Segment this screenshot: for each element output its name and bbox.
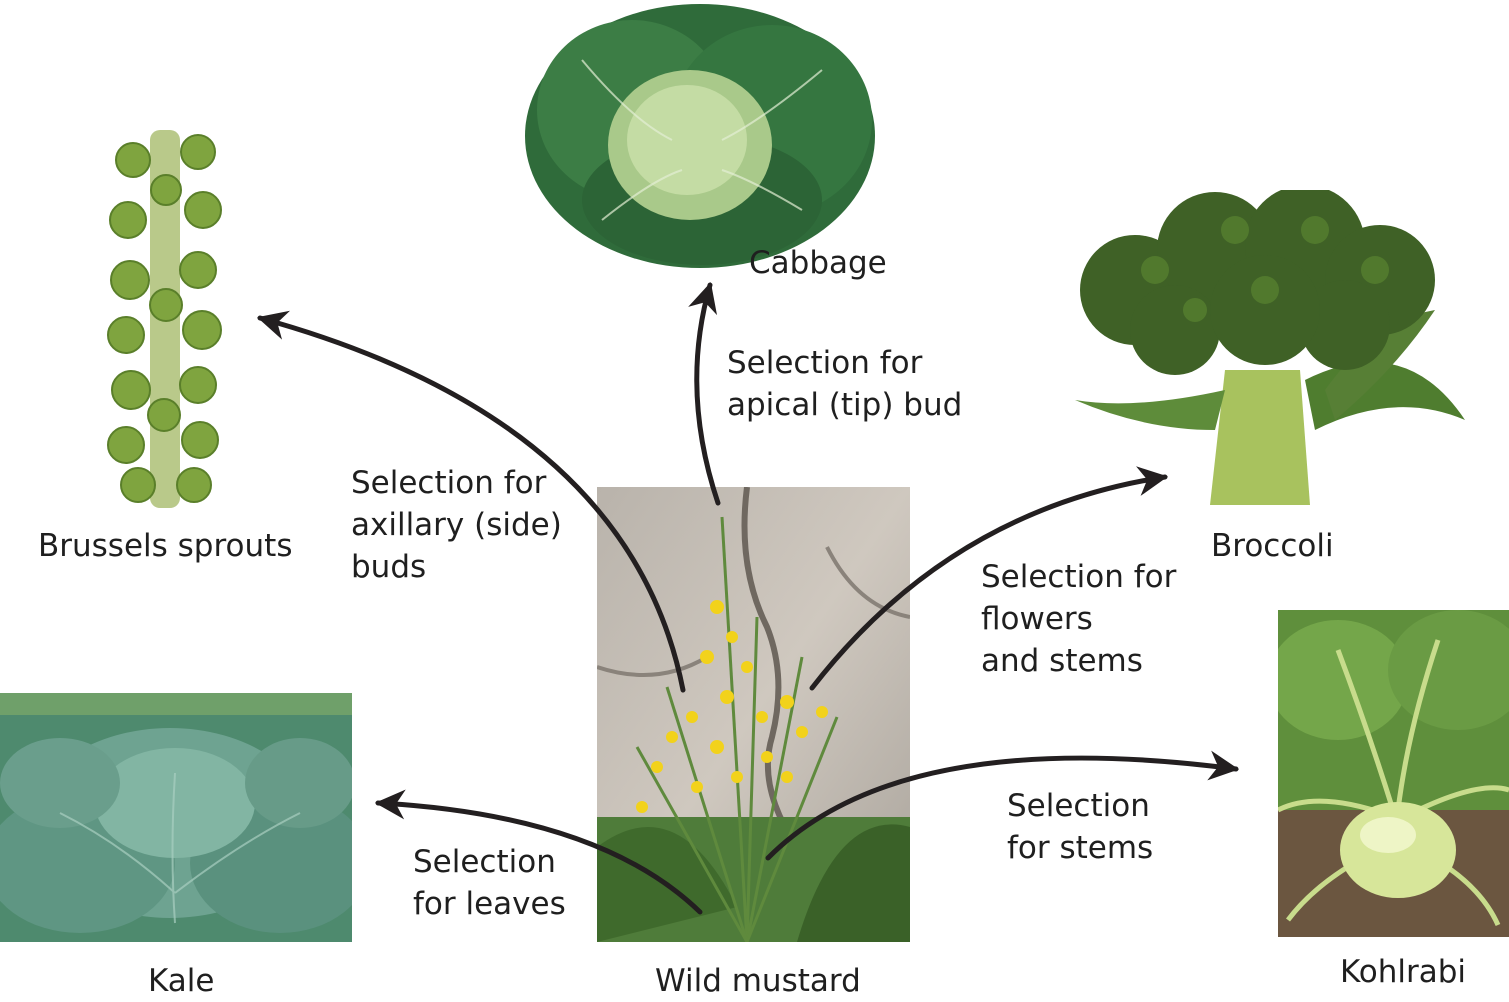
selection-flowers-label: Selection for flowers and stems — [981, 559, 1177, 679]
wild-mustard-photo — [597, 487, 910, 942]
brussels-sprouts-label: Brussels sprouts — [38, 528, 293, 564]
selection-stems-label: Selection for stems — [1007, 788, 1154, 866]
selection-axillary-label: Selection for axillary (side) buds — [351, 465, 562, 585]
kale-photo — [0, 693, 352, 942]
kale-label: Kale — [148, 963, 215, 999]
kohlrabi-label: Kohlrabi — [1340, 954, 1467, 990]
arrow-to-brussels-sprouts — [257, 310, 686, 693]
selection-leaves-label: Selection for leaves — [413, 844, 566, 922]
arrow-to-cabbage — [688, 282, 721, 506]
cabbage-label: Cabbage — [749, 245, 887, 281]
broccoli-photo — [1075, 190, 1473, 510]
cabbage-photo — [522, 0, 877, 272]
arrow-to-kale — [375, 789, 703, 915]
wild-mustard-label: Wild mustard — [655, 963, 861, 999]
selection-apical-label: Selection for apical (tip) bud — [727, 345, 963, 423]
arrow-to-broccoli — [809, 466, 1168, 691]
broccoli-label: Broccoli — [1211, 528, 1334, 564]
kohlrabi-photo — [1278, 610, 1509, 937]
brussels-sprouts-photo — [98, 130, 230, 508]
arrow-to-kohlrabi — [765, 750, 1239, 861]
